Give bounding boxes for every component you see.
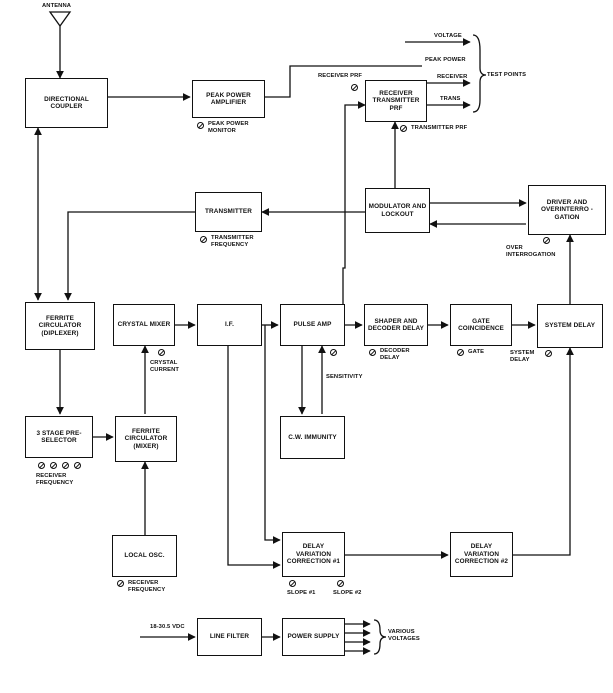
cw-immunity-box: C.W. IMMUNITY <box>280 416 345 459</box>
directional-coupler-box: DIRECTIONAL COUPLER <box>25 78 108 128</box>
gate-coincidence-box: GATE COINCIDENCE <box>450 304 512 346</box>
receiver-prf-knob-icon <box>351 84 358 91</box>
over-interrogation-knob-icon <box>543 237 550 244</box>
receiver-prf-label: RECEIVER PRF <box>318 73 363 79</box>
crystal-current-label: CRYSTAL CURRENT <box>150 360 180 373</box>
peak-power-label: PEAK POWER <box>425 57 466 63</box>
decoder-delay-label: DECODER DELAY <box>380 348 410 361</box>
gate-knob-icon <box>457 349 464 356</box>
crystal-mixer-box: CRYSTAL MIXER <box>113 304 175 346</box>
preselector-knob-1-icon <box>38 462 45 469</box>
transmitter-prf-knob-icon <box>400 125 407 132</box>
modulator-lockout-box: MODULATOR AND LOCKOUT <box>365 188 430 233</box>
antenna-icon <box>48 11 72 28</box>
driver-overinterrogation-box: DRIVER AND OVERINTERRO - GATION <box>528 185 606 235</box>
pulse-amp-box: PULSE AMP <box>280 304 345 346</box>
transmitter-frequency-knob-icon <box>200 236 207 243</box>
sensitivity-knob-icon <box>330 349 337 356</box>
line-filter-box: LINE FILTER <box>197 618 262 656</box>
delay-variation-correction-2-box: DELAY VARIATION CORRECTION #2 <box>450 532 513 577</box>
system-delay-box: SYSTEM DELAY <box>537 304 603 348</box>
slope-1-label: SLOPE #1 <box>287 590 316 596</box>
preselector-knob-3-icon <box>62 462 69 469</box>
sensitivity-label: SENSITIVITY <box>326 374 363 380</box>
preselector-box: 3 STAGE PRE-SELECTOR <box>25 416 93 458</box>
ferrite-circulator-mixer-box: FERRITE CIRCULATOR (MIXER) <box>115 416 177 462</box>
voltage-label: VOLTAGE <box>434 33 462 39</box>
power-supply-box: POWER SUPPLY <box>282 618 345 656</box>
slope-1-knob-icon <box>289 580 296 587</box>
receiver-frequency-1-label: RECEIVER FREQUENCY <box>36 473 74 486</box>
transmitter-prf-label: TRANSMITTER PRF <box>411 125 468 131</box>
local-osc-box: LOCAL OSC. <box>112 535 177 577</box>
peak-power-monitor-label: PEAK POWER MONITOR <box>208 121 249 134</box>
if-box: I.F. <box>197 304 262 346</box>
gate-label: GATE <box>468 349 485 355</box>
system-delay-knob-icon <box>545 350 552 357</box>
receiver-frequency-2-knob-icon <box>117 580 124 587</box>
crystal-current-knob-icon <box>158 349 165 356</box>
trans-label: TRANS <box>440 96 461 102</box>
transmitter-box: TRANSMITTER <box>195 192 262 232</box>
peak-power-amplifier-box: PEAK POWER AMPLIFIER <box>192 80 265 118</box>
slope-2-knob-icon <box>337 580 344 587</box>
test-points-label: TEST POINTS <box>487 72 527 78</box>
preselector-knob-2-icon <box>50 462 57 469</box>
vdc-label: 18-30.5 VDC <box>150 624 185 630</box>
receiver-frequency-2-label: RECEIVER FREQUENCY <box>128 580 166 593</box>
peak-power-monitor-knob-icon <box>197 122 204 129</box>
shaper-decoder-delay-box: SHAPER AND DECODER DELAY <box>364 304 428 346</box>
transmitter-frequency-label: TRANSMITTER FREQUENCY <box>211 235 254 248</box>
various-voltages-label: VARIOUS VOLTAGES <box>388 629 420 642</box>
receiver-label: RECEIVER <box>437 74 468 80</box>
slope-2-label: SLOPE #2 <box>333 590 362 596</box>
preselector-knob-4-icon <box>74 462 81 469</box>
over-interrogation-label: OVER INTERROGATION <box>506 245 556 258</box>
ferrite-circulator-diplexer-box: FERRITE CIRCULATOR (DIPLEXER) <box>25 302 95 350</box>
receiver-transmitter-prf-box: RECEIVER TRANSMITTER PRF <box>365 80 427 122</box>
antenna-label: ANTENNA <box>42 3 72 9</box>
system-delay-adj-label: SYSTEM DELAY <box>510 350 535 363</box>
decoder-delay-knob-icon <box>369 349 376 356</box>
delay-variation-correction-1-box: DELAY VARIATION CORRECTION #1 <box>282 532 345 577</box>
